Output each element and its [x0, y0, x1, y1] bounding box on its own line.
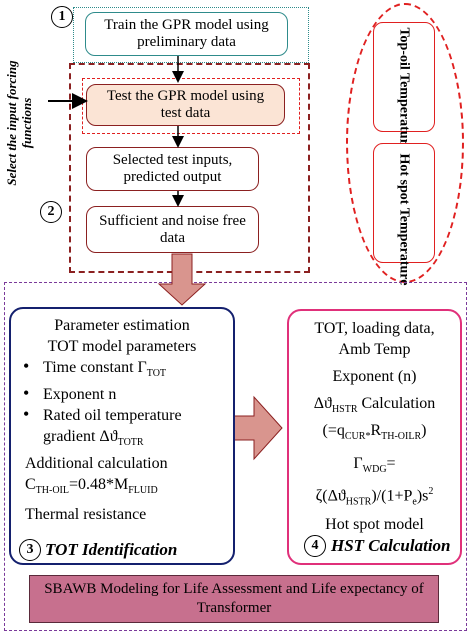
top-oil-temperature-box: Top-oil Temperature: [373, 22, 435, 151]
step2-number-circle: 2: [40, 201, 62, 223]
test-gpr-box: Test the GPR model using test data: [86, 84, 285, 126]
train-gpr-box: Train the GPR model using preliminary da…: [85, 12, 288, 56]
hst-hot-spot-model: Hot spot model: [325, 516, 424, 534]
hst-panel: TOT, loading data, Amb Temp Exponent (n)…: [287, 309, 462, 565]
hst-calculation-title: HST Calculation: [331, 536, 451, 555]
tot-bullet-list: Time constant ΓTOT Exponent n Rated oil …: [19, 356, 225, 453]
bottom-dashed-frame: [4, 282, 467, 631]
hst-delta-calc: ΔϑHSTR Calculation: [313, 395, 436, 416]
hst-gamma-line: ΓWDG=: [353, 455, 396, 476]
tot-bullet-exponent: Exponent n: [19, 383, 225, 405]
step1-number-circle: 1: [51, 6, 73, 28]
hot-spot-temperature-label: Hot spot Temperature: [396, 153, 412, 285]
tot-panel: Parameter estimation TOT model parameter…: [9, 307, 235, 565]
step4-number-circle: 4: [304, 535, 326, 557]
tot-bullet-time-constant: Time constant ΓTOT: [19, 356, 225, 384]
hst-amb-temp: Amb Temp: [338, 341, 411, 358]
hst-exponent: Exponent (n): [332, 368, 417, 385]
sufficient-data-box: Sufficient and noise free data: [86, 206, 259, 253]
hot-spot-temperature-box: Hot spot Temperature: [373, 143, 435, 285]
tot-model-parameters: TOT model parameters: [47, 338, 197, 355]
tot-thermal-resistance: Thermal resistance: [25, 505, 147, 523]
tot-param-estimation: Parameter estimation: [54, 317, 190, 334]
hst-q-formula: (=qCUR*RTH-OILR): [322, 422, 427, 443]
step3-number-circle: 3: [19, 539, 41, 561]
step1-dotted-frame: [73, 7, 309, 63]
side-label: Select the input forcing functions: [4, 60, 34, 186]
hst-zeta-formula: ζ(ΔϑHSTR)/(1+Pe)s2: [315, 485, 434, 508]
tot-identification-title: TOT Identification: [45, 540, 178, 559]
hst-tot-loading: TOT, loading data,: [314, 320, 435, 337]
tot-formula: CTH-OIL=0.48*MFLUID: [25, 476, 158, 497]
selected-inputs-box: Selected test inputs, predicted output: [86, 147, 259, 191]
tot-additional-calculation: Additional calculation: [25, 455, 168, 473]
top-oil-temperature-label: Top-oil Temperature: [396, 27, 412, 151]
footer-banner: SBAWB Modeling for Life Assessment and L…: [29, 575, 439, 623]
